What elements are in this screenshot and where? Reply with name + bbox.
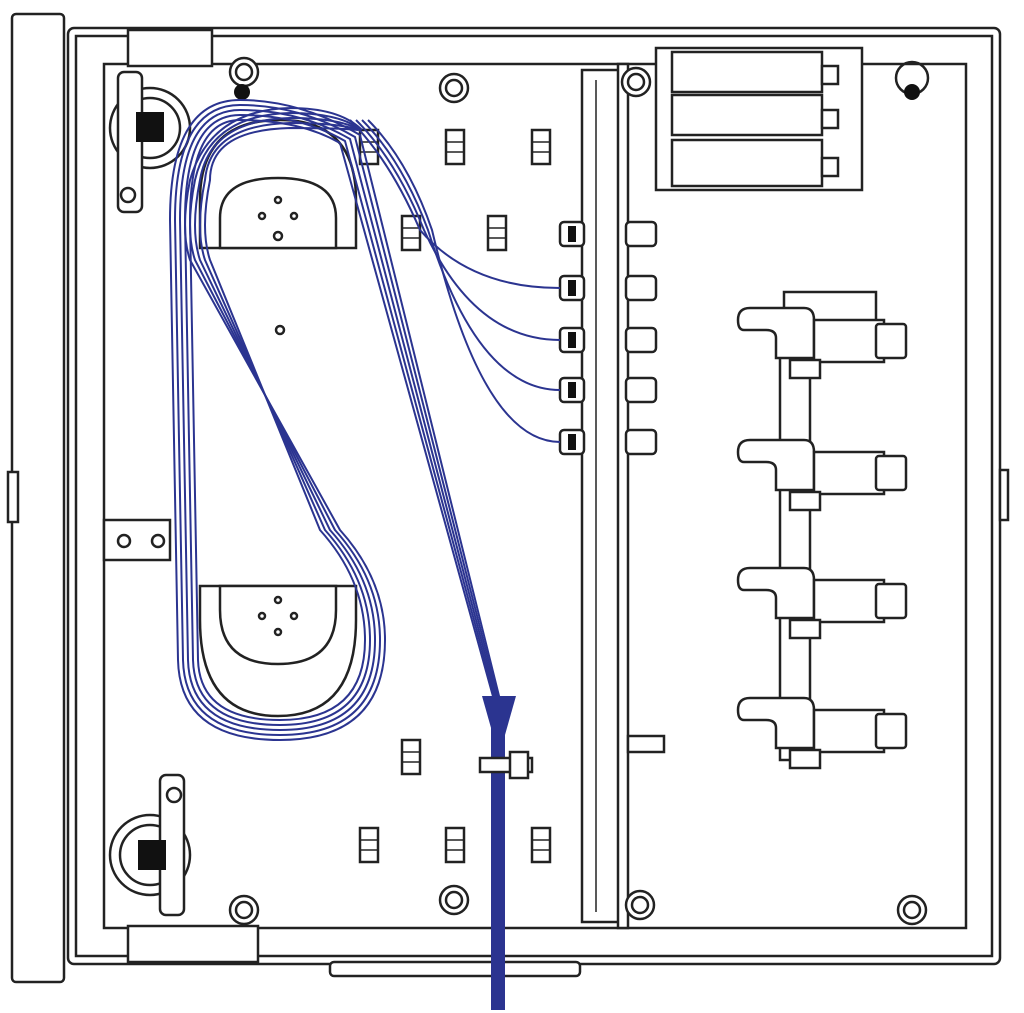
cable-tie-slot	[400, 738, 422, 776]
fiber-to-adapter	[349, 119, 561, 289]
splitter-connector	[736, 306, 908, 380]
splitter-connector	[736, 438, 908, 512]
cable-tie-slot	[400, 214, 422, 252]
adapter-port	[558, 220, 658, 248]
splitter-connectors	[736, 290, 908, 770]
connector-rail	[778, 328, 812, 762]
splitter-connector	[736, 696, 908, 770]
mounting-hole-inner	[902, 900, 922, 920]
top-hinge	[126, 28, 214, 68]
door-latch	[6, 470, 20, 524]
upper-spool	[198, 118, 358, 250]
mounting-hole-inner	[234, 62, 254, 82]
side-latch	[998, 468, 1010, 522]
wall-mount-top-left	[108, 70, 192, 214]
mounting-hole-inner	[444, 78, 464, 98]
cable-transition	[482, 696, 516, 742]
cable-tie-slot	[444, 128, 466, 166]
cable-entry-gland	[328, 960, 582, 978]
mounting-hole	[228, 56, 260, 88]
adapter-panel	[558, 220, 658, 456]
mounting-hole	[228, 894, 260, 926]
bottom-hinge	[126, 924, 260, 964]
mounting-hole	[896, 894, 928, 926]
mounting-hole	[438, 884, 470, 916]
adapter-port	[558, 326, 658, 354]
splice-tray-holder	[654, 46, 864, 192]
frame-inner-edge	[74, 34, 994, 958]
side-bracket	[102, 518, 172, 562]
door-panel	[10, 12, 66, 984]
cable-tie-slot	[486, 214, 508, 252]
wall-mount-bottom-left	[108, 773, 192, 917]
fiber-strand	[168, 98, 501, 742]
mounting-hole-inner	[234, 900, 254, 920]
splitter-connector	[736, 566, 908, 640]
mounting-hole	[438, 72, 470, 104]
mounting-hole	[624, 889, 656, 921]
fiber-routing	[168, 98, 561, 1010]
fiber-strand	[188, 118, 495, 722]
screw	[274, 324, 286, 336]
fiber-to-adapter	[355, 119, 561, 341]
adapter-port	[558, 428, 658, 456]
mounting-hole	[620, 66, 652, 98]
fiber-to-adapter	[367, 119, 561, 443]
lower-spool	[198, 584, 358, 718]
fiber-strand	[183, 113, 497, 727]
trunk-cable	[491, 700, 505, 1010]
mounting-hole-inner	[444, 890, 464, 910]
divider-rail	[580, 68, 624, 924]
wall-mount-top-right	[894, 60, 930, 100]
cable-tie-slots	[358, 128, 552, 864]
fiber-to-adapter	[361, 119, 561, 391]
mounting-hole-inner	[630, 895, 650, 915]
cable-tie-slot	[530, 826, 552, 864]
cable-tie-slot	[358, 826, 380, 864]
cable-tie-slot	[530, 128, 552, 166]
fiber-strand	[178, 108, 498, 732]
rail-latch	[626, 734, 666, 754]
divider-edge	[616, 62, 630, 930]
fiber-strand	[173, 103, 500, 737]
keyhole-top	[234, 84, 250, 100]
cable-tie-slot	[444, 826, 466, 864]
cable-clamp-head[interactable]	[508, 750, 530, 780]
mounting-hole-inner	[626, 72, 646, 92]
